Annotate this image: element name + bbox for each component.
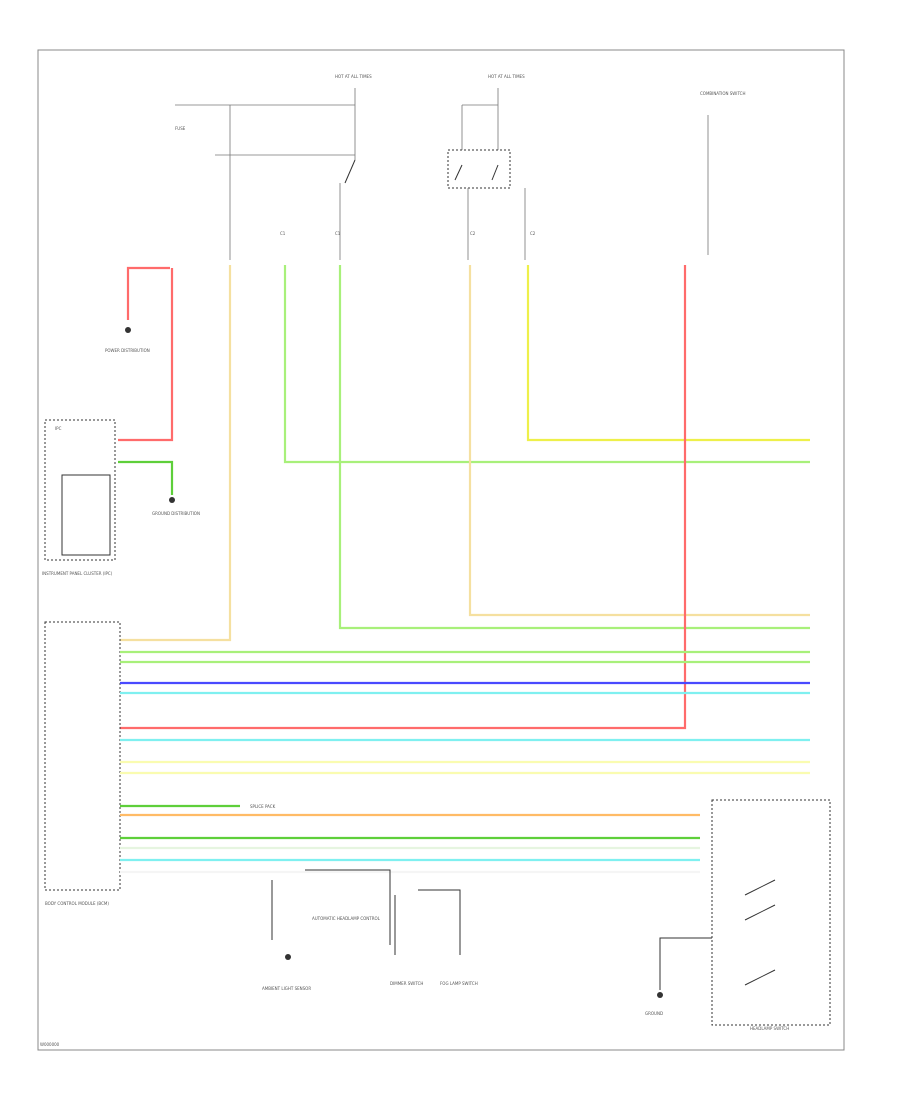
bcm-label: BODY CONTROL MODULE (BCM) <box>45 901 109 906</box>
svg-text:C2: C2 <box>470 231 476 236</box>
fog-switch-label: FOG LAMP SWITCH <box>440 981 478 986</box>
courtesy-note: AUTOMATIC HEADLAMP CONTROL <box>312 916 381 921</box>
splice-note: SPLICE PACK <box>250 804 276 809</box>
top-fuse-2-label: HOT AT ALL TIMES <box>488 74 525 79</box>
ground-bottom-right: GROUND <box>645 1011 663 1016</box>
ipc-label: INSTRUMENT PANEL CLUSTER (IPC) <box>42 571 113 576</box>
headlamp-switch-label: HEADLAMP SWITCH <box>750 1026 789 1031</box>
power-distribution-label: POWER DISTRIBUTION <box>105 348 150 353</box>
svg-text:FUSE: FUSE <box>175 126 186 131</box>
dimmer-note: DIMMER SWITCH <box>390 981 423 986</box>
diagram-frame <box>37 49 845 1051</box>
ambient-sensor-label: AMBIENT LIGHT SENSOR <box>262 986 311 991</box>
page-code: W000000 <box>40 1042 60 1047</box>
ground-dist-label: GROUND DISTRIBUTION <box>152 511 200 516</box>
svg-text:C1: C1 <box>335 231 341 236</box>
svg-text:IPC: IPC <box>55 426 62 431</box>
top-fuse-1-label: HOT AT ALL TIMES <box>335 74 372 79</box>
svg-text:C1: C1 <box>280 231 286 236</box>
svg-text:C2: C2 <box>530 231 536 236</box>
right-top-note: COMBINATION SWITCH <box>700 91 745 96</box>
